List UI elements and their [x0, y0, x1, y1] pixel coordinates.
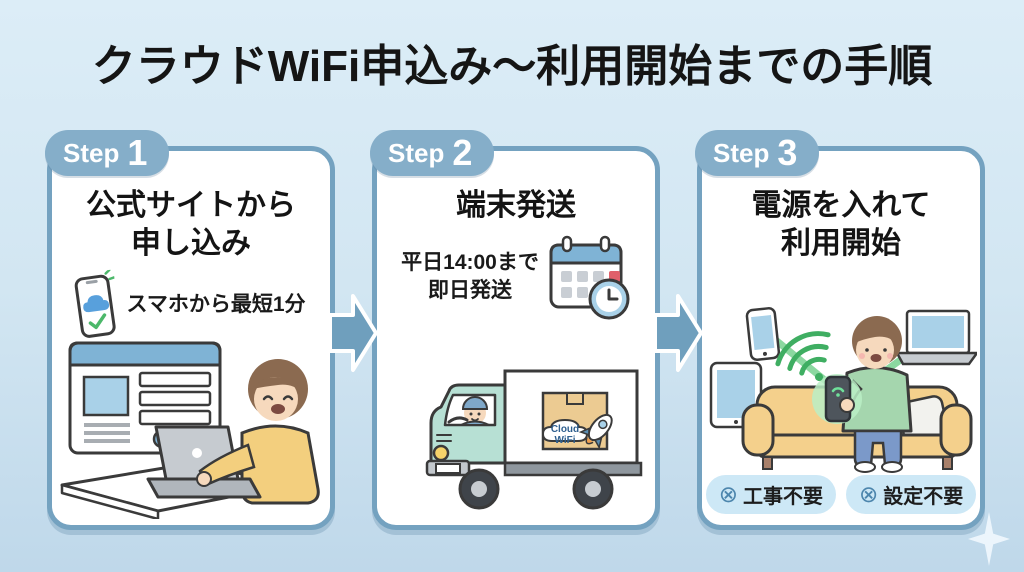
calendar-clock-icon: [549, 236, 630, 320]
step1-title: 公式サイトから 申し込み: [86, 189, 296, 261]
laptop-icon: [894, 309, 977, 366]
truck-box-label-line1: Cloud: [551, 424, 579, 435]
person-on-sofa-wifi-illustration: [709, 307, 977, 473]
feature-label: 工事不要: [743, 486, 823, 508]
step1-illustration: [52, 337, 330, 519]
arrow-right-icon: [328, 294, 378, 372]
step1-card: Step 1 公式サイトから 申し込み スマホから最短1分: [45, 130, 335, 530]
delivery-truck-illustration: Cloud WiFi: [425, 369, 643, 510]
no-symbol-icon: ⊗: [859, 481, 879, 507]
person-applying-on-laptop-illustration: [60, 341, 320, 519]
feature-pill-no-setup: ⊗ 設定不要: [846, 475, 977, 514]
step-badge-number: 3: [777, 132, 798, 173]
step-badge-number: 2: [452, 132, 473, 173]
step-badge-label: Step: [388, 137, 445, 168]
step3-illustration: [702, 301, 980, 473]
page-title: クラウドWiFi申込み〜利用開始までの手順: [91, 42, 933, 91]
step2-badge: Step 2: [370, 130, 495, 176]
step3-feature-badges: ⊗ 工事不要 ⊗ 設定不要: [702, 475, 980, 514]
smartphone-icon: [745, 307, 781, 361]
wifi-signal-icon: [775, 331, 831, 381]
step1-note: スマホから最短1分: [126, 292, 306, 316]
step2-title: 端末発送: [456, 189, 576, 222]
step1-badge: Step 1: [45, 130, 170, 176]
smartphone-cloud-check-icon: [75, 269, 117, 338]
step3-card: Step 3 電源を入れて 利用開始: [695, 130, 985, 530]
step-badge-number: 1: [127, 132, 148, 173]
step-badge-label: Step: [63, 137, 120, 168]
feature-label: 設定不要: [883, 486, 964, 508]
step2-note: 平日14:00まで 即日発送: [401, 251, 539, 303]
arrow-right-icon: [653, 294, 703, 372]
step3-title: 電源を入れて 利用開始: [751, 189, 931, 261]
step-badge-label: Step: [713, 137, 770, 168]
rocket-icon: [578, 413, 613, 450]
feature-pill-no-construction: ⊗ 工事不要: [705, 475, 836, 514]
step2-card: Step 2 端末発送 平日14:00まで 即日発送: [370, 130, 660, 530]
step2-note-row: 平日14:00まで 即日発送: [377, 233, 655, 321]
no-symbol-icon: ⊗: [718, 481, 738, 507]
step1-note-row: スマホから最短1分: [52, 269, 330, 338]
step2-illustration: Cloud WiFi: [377, 363, 655, 513]
truck-box-label-line2: WiFi: [554, 435, 575, 446]
step3-badge: Step 3: [695, 130, 820, 176]
